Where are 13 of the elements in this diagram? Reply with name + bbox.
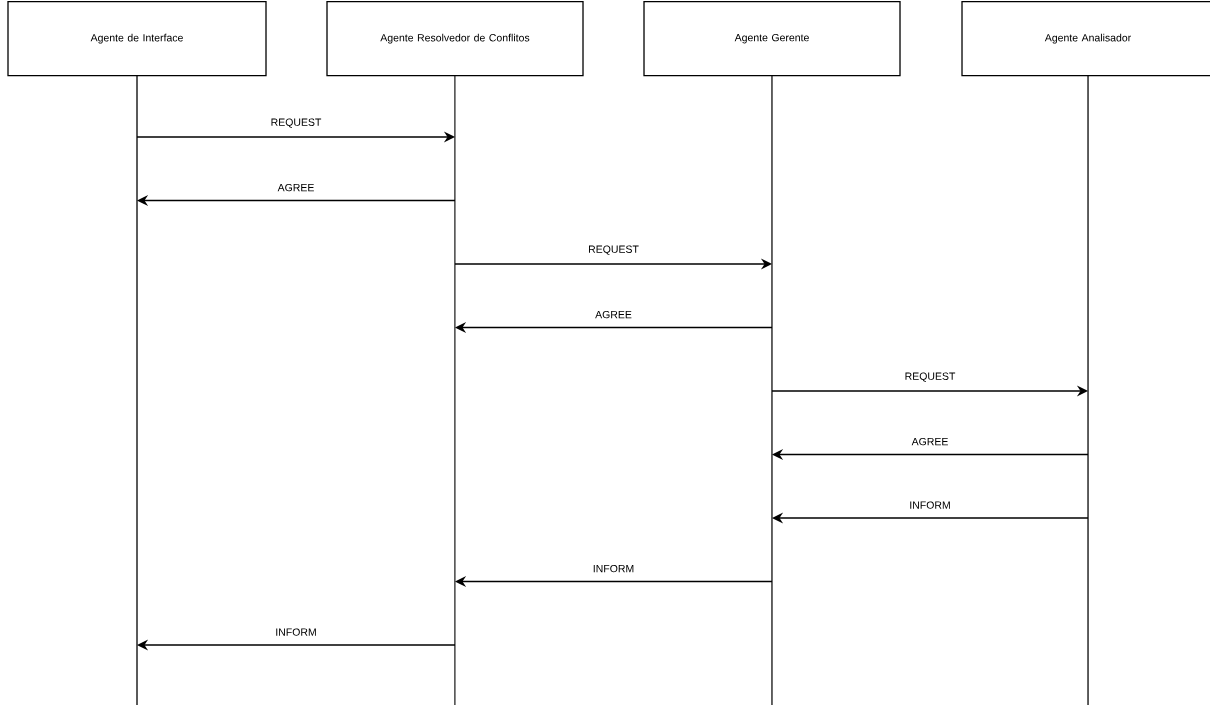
edge-label: AGREE	[910, 436, 950, 447]
participant-box: Agente Analisador	[961, 1, 1210, 77]
edge-label: REQUEST	[903, 371, 957, 383]
edge-label: REQUEST	[587, 244, 640, 256]
edge-label: INFORM	[274, 627, 318, 637]
edge-label: AGREE	[594, 309, 633, 320]
edge-label: INFORM	[908, 500, 952, 510]
participant-box: Agente Resolvedor de Conflitos	[326, 1, 584, 77]
participant-box: Agente de Interface	[7, 1, 267, 77]
edge-label: INFORM	[591, 563, 636, 574]
participant-box: Agente Gerente	[643, 1, 901, 77]
edge-label: AGREE	[276, 182, 316, 193]
edge-label: REQUEST	[269, 117, 323, 129]
